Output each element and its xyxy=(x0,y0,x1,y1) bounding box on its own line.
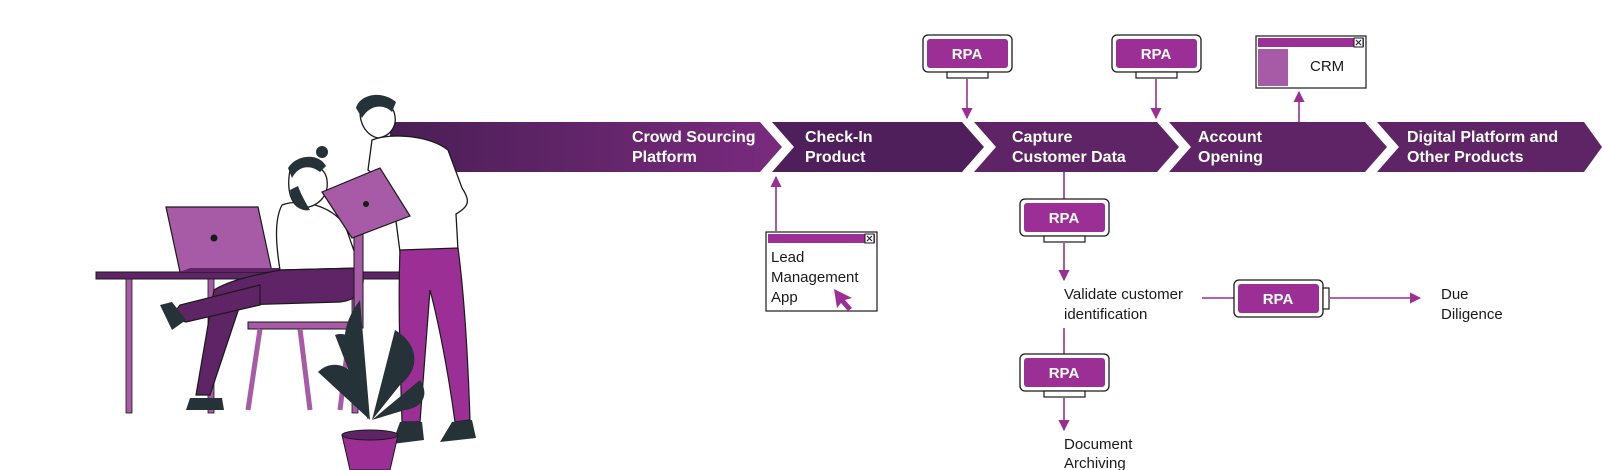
rpa-monitor-capture-lower: RPA xyxy=(1019,353,1110,398)
chevron-account xyxy=(1169,122,1387,172)
rpa-label: RPA xyxy=(1141,46,1172,63)
step-due-diligence: Due Diligence xyxy=(1441,286,1503,323)
rpa-monitor-capture-mid: RPA xyxy=(1019,198,1110,243)
standing-torso xyxy=(367,135,468,253)
step-document-archiving: Document Archiving xyxy=(1064,436,1137,470)
rpa-monitor-side: RPA xyxy=(1233,279,1330,318)
rpa-label: RPA xyxy=(1263,291,1294,308)
rpa-label: RPA xyxy=(952,46,983,63)
rpa-monitor-capture-top: RPA xyxy=(922,34,1013,79)
people-illustration xyxy=(95,94,476,470)
rpa-monitor-account-top: RPA xyxy=(1111,34,1202,79)
lead-app-label: Lead Management App xyxy=(771,249,863,306)
handheld-laptop-icon xyxy=(321,167,411,239)
lead-management-window: Lead Management App xyxy=(765,231,878,312)
stage-label-check-in: Check-In Product xyxy=(805,129,877,166)
crm-label: CRM xyxy=(1310,58,1344,75)
cursor-icon xyxy=(834,289,852,311)
rpa-label: RPA xyxy=(1049,365,1080,382)
plant-icon xyxy=(318,300,425,470)
chevron-band: Crowd Sourcing Platform Check-In Product… xyxy=(390,122,1602,172)
stage-label-digital: Digital Platform and Other Products xyxy=(1407,129,1563,166)
chevron-check-in xyxy=(772,122,984,172)
stage-label-capture: Capture Customer Data xyxy=(1012,129,1126,166)
stage-label-crowd: Crowd Sourcing Platform xyxy=(632,129,760,166)
step-validate: Validate customer identification xyxy=(1064,286,1187,323)
close-icon xyxy=(1353,37,1364,48)
stage-label-account: Account Opening xyxy=(1198,129,1266,166)
chevron-capture xyxy=(974,122,1179,172)
close-icon xyxy=(864,233,875,244)
rpa-label: RPA xyxy=(1049,210,1080,227)
chevron-crowd-sourcing xyxy=(390,122,782,172)
chevron-digital xyxy=(1377,122,1602,172)
crm-window: CRM xyxy=(1255,35,1367,89)
